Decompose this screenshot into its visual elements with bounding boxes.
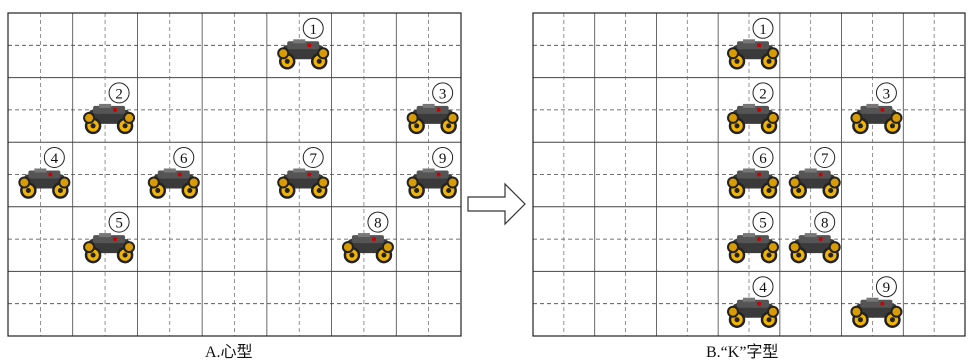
robot-number-circle [814,147,836,168]
grid-border [532,12,966,337]
robot-number-label: 1 [309,22,317,38]
robot-1: 1 [726,17,780,70]
robot-3: 3 [406,82,459,135]
robot-number-circle [752,17,774,39]
robot-number-circle [875,276,897,298]
robot-number-circle [814,211,836,233]
panel-k-formation: 1 2 3 6 7 5 8 4 9 [532,12,966,337]
robot-3: 3 [850,82,903,135]
mecanum-robot-icon [726,102,780,135]
mecanum-robot-icon [147,167,201,199]
mecanum-robot-icon [726,38,780,70]
robot-4: 4 [726,276,780,328]
robot-number-circle [752,147,774,168]
robot-number-label: 4 [51,151,59,167]
robot-number-label: 9 [883,280,891,296]
panel-heart-formation: 1 2 3 4 6 7 9 5 8 [7,12,462,337]
robot-number-label: 7 [309,151,317,167]
robot-5: 5 [726,211,780,264]
mecanum-robot-icon [276,38,330,70]
mecanum-robot-icon [406,102,459,135]
mecanum-robot-icon [406,167,459,199]
robot-number-circle [173,147,195,168]
robot-number-circle [108,82,130,104]
robot-number-label: 2 [115,86,123,102]
mecanum-robot-icon [850,102,903,135]
grid-border [7,12,462,337]
robot-number-label: 6 [180,151,188,167]
robot-number-circle [302,17,324,39]
robot-5: 5 [82,211,136,264]
robot-number-circle [432,82,454,104]
robot-7: 7 [276,147,330,199]
robot-number-label: 4 [759,280,767,296]
robot-number-circle [752,82,774,104]
robot-number-circle [875,82,897,104]
mecanum-robot-icon [726,231,780,264]
mecanum-robot-icon [276,167,330,199]
robot-number-circle [108,211,130,233]
mecanum-robot-icon [788,231,841,264]
robot-number-label: 2 [759,86,767,102]
robot-number-label: 7 [821,151,829,167]
caption-b: B.“K”字型 [706,344,779,361]
mecanum-robot-icon [18,167,71,199]
mecanum-robot-icon [726,167,780,199]
robot-6: 6 [147,147,201,199]
robot-9: 9 [406,147,459,199]
robot-number-label: 8 [374,216,382,232]
robot-number-circle [432,147,454,168]
robot-number-label: 3 [439,86,447,102]
robot-number-label: 9 [439,151,447,167]
mecanum-robot-icon [788,167,841,199]
robot-number-label: 1 [759,22,767,38]
robot-1: 1 [276,17,330,70]
mecanum-robot-icon [82,102,136,135]
robot-number-circle [367,211,389,233]
robot-number-circle [302,147,324,168]
robot-8: 8 [341,211,395,264]
robot-number-label: 3 [883,86,891,102]
robot-6: 6 [726,147,780,199]
robot-8: 8 [788,211,841,264]
robot-number-circle [752,211,774,233]
robot-2: 2 [82,82,136,135]
robot-number-label: 6 [759,151,767,167]
robot-2: 2 [726,82,780,135]
mecanum-robot-icon [726,296,780,328]
robot-number-label: 8 [821,216,829,232]
mecanum-robot-icon [850,296,903,328]
robot-number-circle [752,276,774,298]
robot-number-label: 5 [115,216,123,232]
caption-a: A.心型 [205,344,253,361]
robot-4: 4 [18,147,71,199]
robot-7: 7 [788,147,841,199]
robot-number-circle [43,147,65,168]
robot-9: 9 [850,276,903,328]
mecanum-robot-icon [341,231,395,264]
robot-number-label: 5 [759,216,767,232]
right-arrow-icon [467,182,526,226]
mecanum-robot-icon [82,231,136,264]
